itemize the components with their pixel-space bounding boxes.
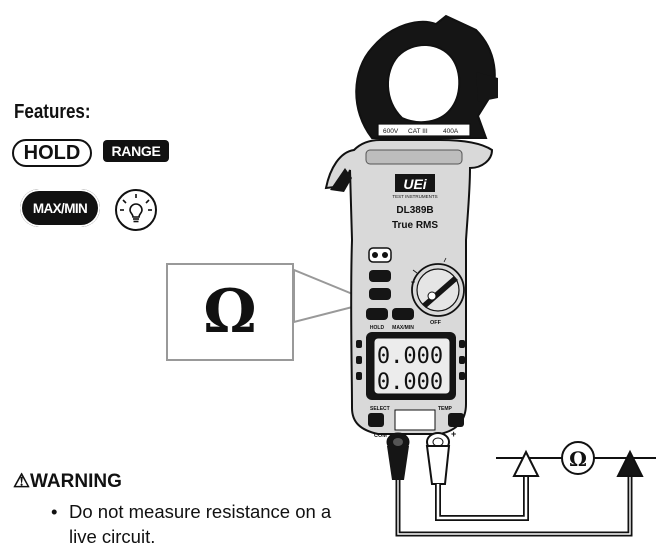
- callout-box: Ω: [166, 263, 294, 361]
- resistance-circuit: Ω: [496, 441, 656, 477]
- rotary-dial: OFF: [411, 257, 465, 326]
- hold-button: [366, 308, 388, 320]
- maxmin-badge: MAX/MIN: [20, 189, 100, 227]
- hold-button-label: HOLD: [370, 325, 385, 331]
- callout-connector: [293, 268, 376, 324]
- bullet-icon: •: [51, 501, 58, 522]
- ohm-symbol: Ω: [203, 277, 257, 347]
- jaw-rating-right: 400A: [443, 128, 459, 135]
- temp-label: TEMP: [438, 406, 453, 412]
- brand-logo: [395, 174, 435, 192]
- display-reading-bottom: 0.000: [377, 370, 443, 395]
- jaw-rating-mid: CAT III: [408, 128, 428, 135]
- hold-badge: HOLD: [12, 139, 92, 167]
- red-test-lead: [425, 432, 529, 521]
- red-probe-tip: [512, 449, 540, 477]
- warning-title: ⚠WARNING: [13, 470, 122, 493]
- com-label: COM: [374, 433, 387, 439]
- black-probe-tip: [616, 449, 644, 477]
- warning-item-text: Do not measure resistance on a live circ…: [69, 501, 332, 547]
- brand-logo-text: UEi: [403, 176, 427, 192]
- brand-sub: TEST INSTRUMENTS: [392, 194, 437, 199]
- maxmin-button-label: MAX/MIN: [392, 325, 414, 331]
- resistor-omega: Ω: [569, 447, 587, 471]
- lightbulb-icon: [115, 189, 157, 231]
- model-label: DL389B: [396, 205, 433, 216]
- select-label: SELECT: [370, 406, 390, 412]
- func-button-1: [369, 270, 391, 282]
- meter-body: UEi TEST INSTRUMENTS DL389B True RMS HOL…: [324, 139, 494, 439]
- lcd-display: 0.000 0.000: [366, 332, 456, 400]
- off-label: OFF: [430, 320, 442, 326]
- true-rms-label: True RMS: [392, 220, 438, 231]
- clamp-jaw: 600V CAT III 400A: [355, 14, 498, 139]
- black-test-lead: [386, 432, 633, 537]
- display-reading-top: 0.000: [377, 344, 443, 369]
- features-title: Features:: [14, 101, 91, 123]
- warning-triangle-icon: ⚠: [13, 471, 31, 492]
- warning-title-text: WARNING: [30, 471, 122, 492]
- resistor-symbol: [561, 441, 595, 475]
- range-badge: RANGE: [103, 140, 169, 162]
- func-button-2: [369, 288, 391, 300]
- jaw-rating-left: 600V: [383, 128, 399, 135]
- plus-label: +: [451, 429, 456, 439]
- maxmin-button: [392, 308, 414, 320]
